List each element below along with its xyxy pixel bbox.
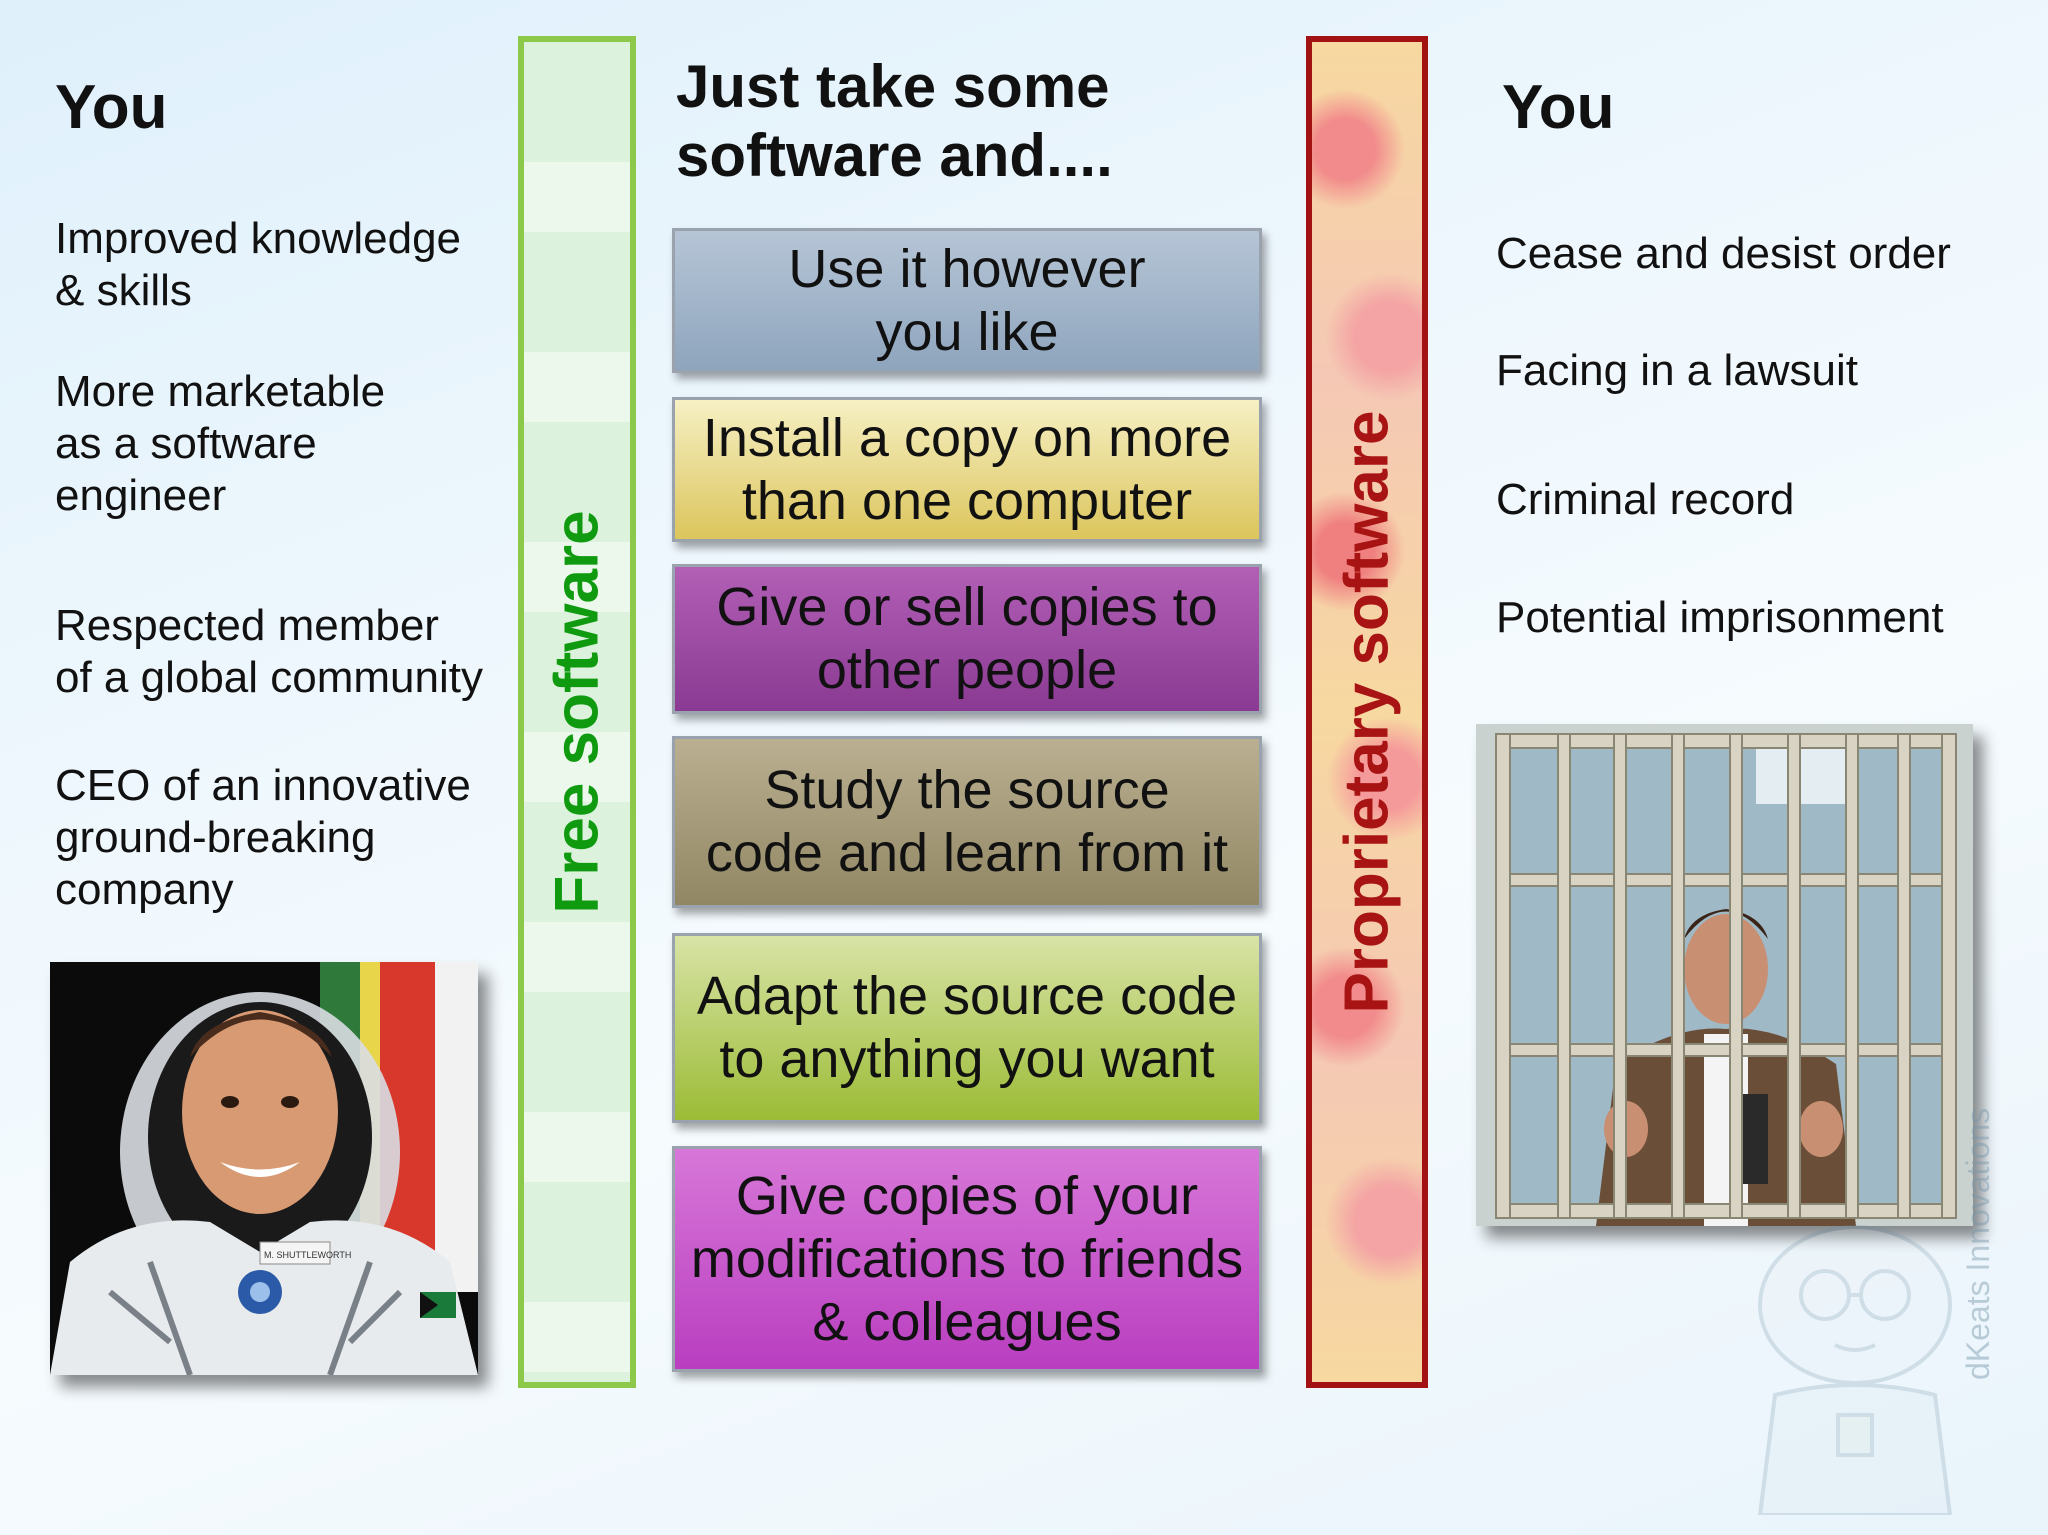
action-line: & colleagues	[812, 1291, 1122, 1352]
left-item-line: company	[55, 865, 234, 914]
left-item-line: as a software	[55, 419, 317, 468]
action-line: other people	[816, 640, 1118, 700]
action-line: than one computer	[741, 470, 1193, 531]
action-adapt-box: Adapt the source code to anything you wa…	[672, 933, 1262, 1123]
left-item-line: More marketable	[55, 367, 386, 416]
right-item-prison: Potential imprisonment	[1496, 593, 1944, 642]
left-item-ceo: CEO of an innovative ground-breaking com…	[55, 760, 471, 916]
center-heading-line: Just take some	[676, 53, 1110, 120]
action-line: to anything you want	[719, 1029, 1215, 1089]
astronaut-photo: M. SHUTTLEWORTH	[50, 962, 478, 1375]
proprietary-software-bar: Proprietary software	[1306, 36, 1428, 1388]
action-share-box: Give or sell copies to other people	[672, 564, 1262, 714]
action-line: modifications to friends	[690, 1228, 1244, 1289]
action-install-box: Install a copy on more than one computer	[672, 397, 1262, 542]
center-heading-line: software and....	[676, 122, 1113, 189]
left-item-line: of a global community	[55, 653, 483, 702]
left-item-line: ground-breaking	[55, 813, 376, 862]
free-software-label: Free software	[542, 510, 612, 914]
free-software-bar: Free software	[518, 36, 636, 1388]
right-item-cease: Cease and desist order	[1496, 229, 1951, 278]
astronaut-name-tag: M. SHUTTLEWORTH	[264, 1250, 351, 1260]
action-use-box: Use it however you like	[672, 228, 1262, 373]
action-line: you like	[875, 301, 1059, 362]
astronaut-illustration: M. SHUTTLEWORTH	[50, 962, 478, 1375]
left-item-line: Respected member	[55, 601, 439, 650]
action-line: code and learn from it	[705, 823, 1229, 883]
action-line: Study the source	[764, 760, 1170, 820]
watermark-text: dKeats Innovations	[1960, 1107, 1996, 1380]
action-line: Give copies of your	[735, 1165, 1199, 1226]
action-study-box: Study the source code and learn from it	[672, 736, 1262, 908]
action-distribute-box: Give copies of your modifications to fri…	[672, 1146, 1262, 1372]
action-line: Use it however	[788, 238, 1146, 299]
left-item-line: & skills	[55, 266, 192, 315]
jail-illustration	[1476, 724, 1973, 1226]
proprietary-software-label: Proprietary software	[1332, 410, 1402, 1014]
right-item-lawsuit: Facing in a lawsuit	[1496, 346, 1858, 395]
left-item-marketable: More marketable as a software engineer	[55, 366, 385, 522]
action-line: Give or sell copies to	[716, 577, 1218, 637]
left-heading: You	[55, 73, 168, 142]
action-line: Adapt the source code	[696, 966, 1238, 1026]
left-item-community: Respected member of a global community	[55, 600, 483, 704]
right-heading: You	[1502, 73, 1615, 142]
left-item-line: Improved knowledge	[55, 214, 462, 263]
right-item-criminal: Criminal record	[1496, 475, 1795, 524]
center-heading: Just take some software and....	[676, 52, 1113, 190]
left-item-line: engineer	[55, 471, 227, 520]
jail-photo	[1476, 724, 1973, 1226]
left-item-line: CEO of an innovative	[55, 761, 471, 810]
action-line: Install a copy on more	[702, 407, 1232, 468]
mascot-watermark-icon	[1757, 1225, 1953, 1515]
left-item-knowledge: Improved knowledge & skills	[55, 213, 461, 317]
